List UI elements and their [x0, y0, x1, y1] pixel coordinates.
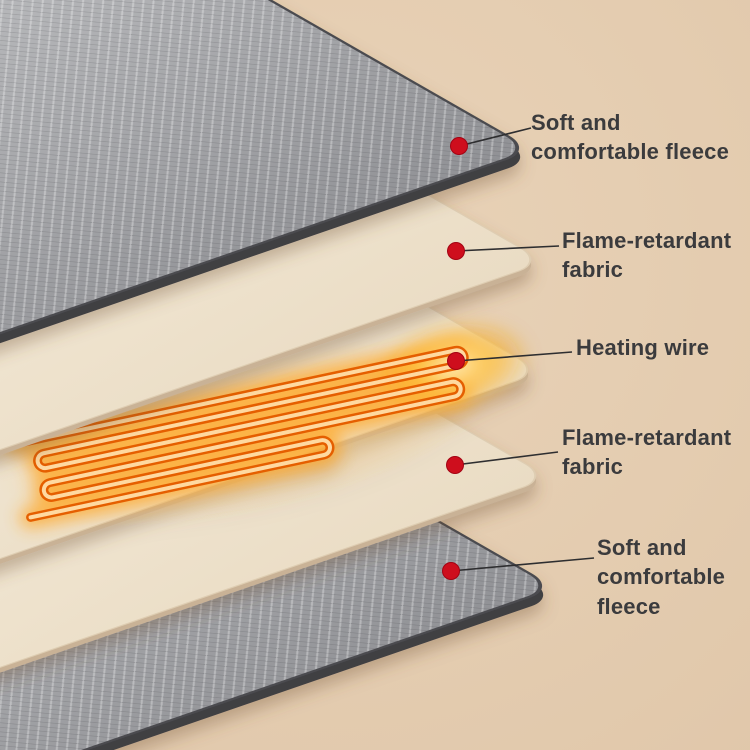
- callout-label-upper-fabric: Flame-retardant fabric: [562, 228, 732, 283]
- callout-lines: [450, 127, 595, 572]
- callout-line-lower-fabric: [454, 451, 559, 466]
- callout-dots: [442, 137, 468, 580]
- callout-dot-top-fleece: [450, 137, 468, 155]
- callout-line-top-fleece: [458, 127, 532, 147]
- callout-dot-heating-wire: [447, 352, 465, 370]
- layer-top-fleece: [0, 0, 521, 462]
- callout-line-bottom-fleece: [450, 557, 595, 572]
- callout-label-lower-fabric: Flame-retardant fabric: [562, 425, 732, 480]
- callout-label-heating-wire: Heating wire: [576, 335, 710, 360]
- callout-dot-lower-fabric: [446, 456, 464, 474]
- callout-dot-bottom-fleece: [442, 562, 460, 580]
- callout-line-upper-fabric: [455, 245, 560, 252]
- callout-label-top-fleece: Soft and comfortable fleece: [531, 110, 730, 165]
- callout-dot-upper-fabric: [447, 242, 465, 260]
- callout-line-heating-wire: [455, 351, 573, 362]
- callout-label-bottom-fleece: Soft and comfortable fleece: [597, 535, 726, 619]
